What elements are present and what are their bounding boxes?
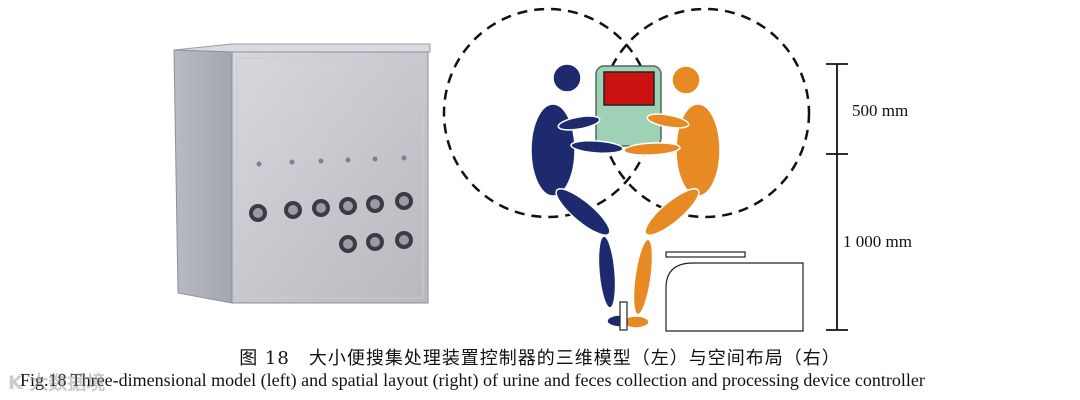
dimension-bar <box>826 63 848 331</box>
indicator-lights <box>256 155 407 167</box>
dimension-label-500: 500 mm <box>852 101 908 120</box>
caption-chinese: 图 18 大小便搜集处理装置控制器的三维模型（左）与空间布局（右） <box>239 348 841 369</box>
knob-buttons <box>249 192 413 253</box>
toilet-unit <box>665 251 804 332</box>
dimension-label-1000: 1 000 mm <box>843 232 912 251</box>
controller-device <box>595 65 662 147</box>
enclosure-3d-model <box>173 43 431 304</box>
spatial-layout-diagram: 500 mm 1 000 mm <box>442 7 912 332</box>
person-right-orange <box>622 65 721 329</box>
person-left-navy <box>530 63 634 328</box>
caption-english: Fig.18 Three-dimensional model (left) an… <box>20 370 925 390</box>
